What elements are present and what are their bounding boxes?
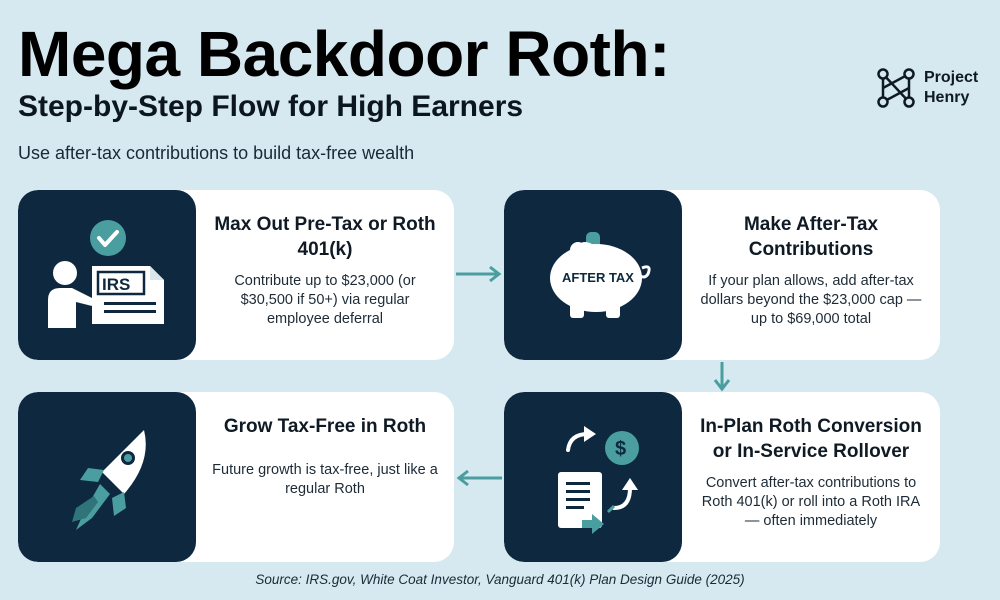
step-title: Make After-Tax Contributions — [743, 214, 879, 260]
arrow-down-icon — [713, 362, 731, 392]
step-title: Max Out Pre-Tax or Roth 401(k) — [214, 214, 436, 260]
page-subtitle: Step-by-Step Flow for High Earners — [18, 90, 524, 123]
page-tagline: Use after-tax contributions to build tax… — [18, 143, 415, 163]
source-citation: Source: IRS.gov, White Coat Investor, Va… — [255, 572, 745, 587]
page-title: Mega Backdoor Roth: — [18, 18, 670, 90]
step-title: Grow Tax-Free in Roth — [223, 416, 427, 437]
rocket-icon — [72, 430, 146, 530]
step-card-after-tax: AFTER TAX Make After-Tax Contributions I… — [504, 190, 940, 360]
irs-person-icon: IRS — [48, 220, 164, 328]
step-description: Contribute up to $23,000 (or $30,500 if … — [234, 273, 416, 327]
document-conversion-icon: $ — [558, 426, 639, 534]
step-icon-box: IRS — [18, 190, 196, 360]
arrow-left-icon — [456, 469, 502, 487]
step-card-grow-tax-free: Grow Tax-Free in Roth Future growth is t… — [18, 392, 454, 562]
brand-line1: Project — [924, 69, 979, 86]
brand-line2: Henry — [924, 89, 970, 106]
step-icon-box: AFTER TAX — [504, 190, 682, 360]
step-card-max-out: IRS Max Out Pre-Tax or Roth 401(k) Contr… — [18, 190, 454, 360]
arrow-right-icon — [456, 265, 502, 283]
network-logo-icon — [877, 68, 915, 108]
piggy-bank-icon: AFTER TAX — [550, 232, 651, 318]
step-description: If your plan allows, add after-tax dolla… — [700, 273, 922, 327]
step-title: In-Plan Roth Conversion or In-Service Ro… — [700, 416, 922, 462]
step-card-roth-conversion: $ In-Plan Roth Conversion or In-Service … — [504, 392, 940, 562]
step-description: Future growth is tax-free, just like a r… — [212, 462, 438, 497]
brand-logo: Project Henry — [876, 66, 978, 110]
step-icon-box: $ — [504, 392, 682, 562]
after-tax-label: AFTER TAX — [562, 270, 634, 285]
step-description: Convert after-tax contributions to Roth … — [701, 475, 921, 529]
step-icon-box — [18, 392, 196, 562]
dollar-label: $ — [615, 438, 626, 460]
irs-label: IRS — [102, 275, 130, 294]
